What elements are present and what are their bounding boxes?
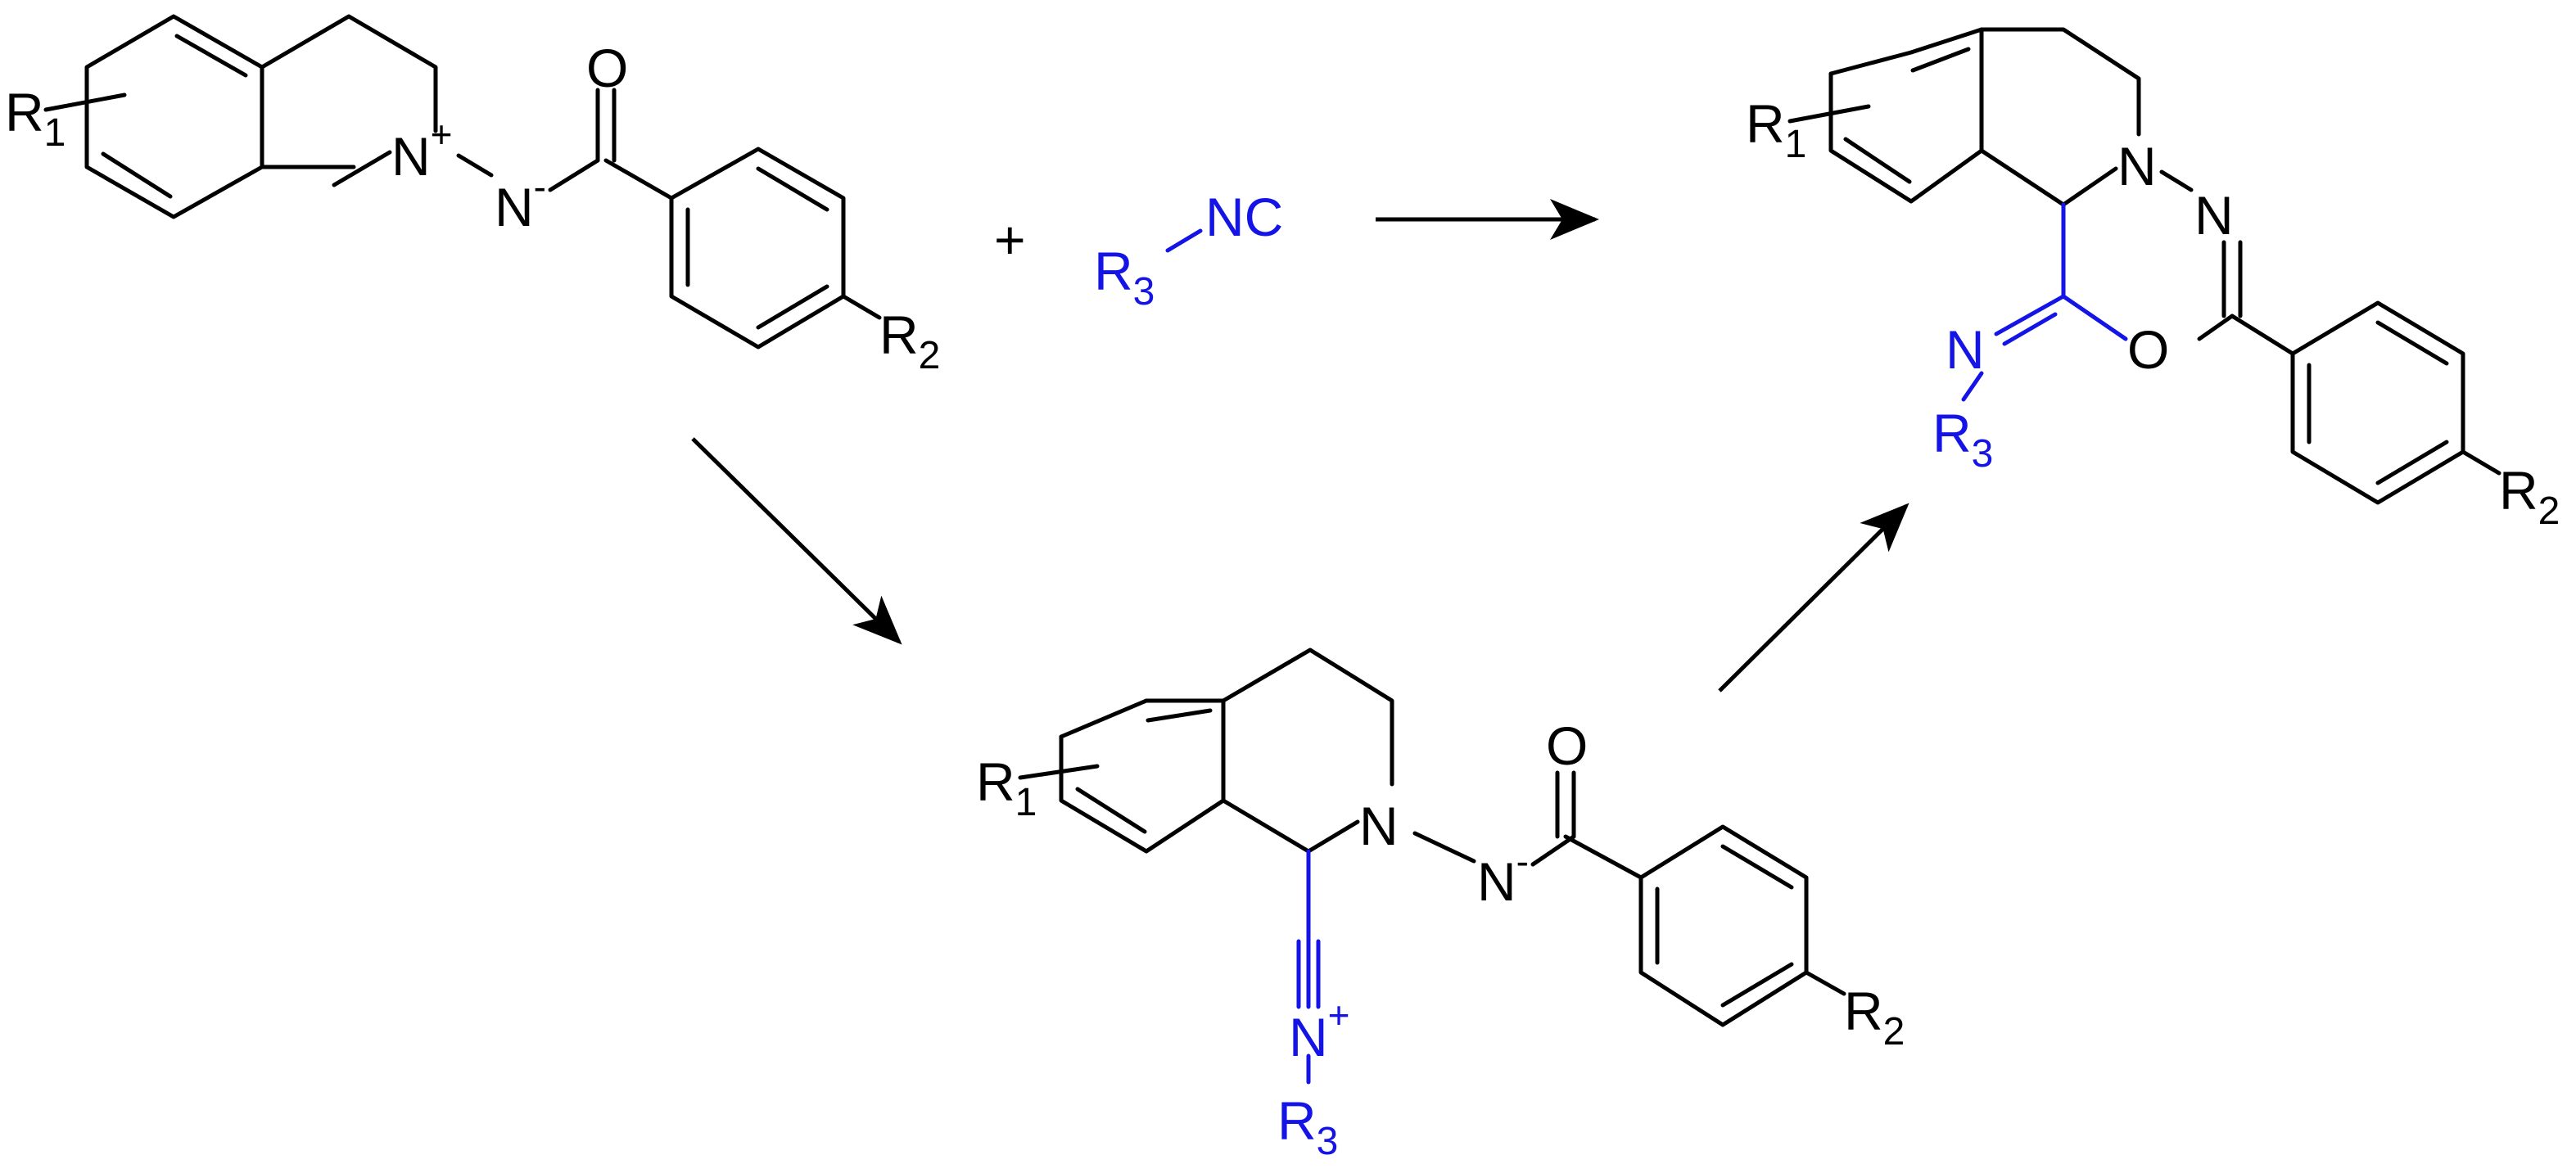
arrow-to-intermediate [691,437,902,645]
product-aryl-ring [2290,300,2465,505]
intermediate-aryl-ring [1638,824,1809,1027]
r1-substituent-bond [43,92,127,112]
intermediate-nitrilium [1018,647,1846,1027]
intermediate-oxygen-label: O [1546,715,1588,776]
product-blue-labels: N R3 [1932,319,1993,476]
plus-sign: + [994,210,1026,270]
product-imine-n-label: N [1946,319,1985,380]
isocyanide-group-label: NC [1205,187,1283,247]
intermediate-nitrilium-blue [1296,849,1321,1085]
reactant-aryl-ring [669,147,846,350]
intermediate-ring-n-label: N [1359,796,1399,856]
arrow-to-product [1718,503,1909,693]
reactant-n-minus-label: N- [495,165,546,237]
product-labels: R1 N N O R2 [1746,93,2560,533]
product-r1-label: R1 [1746,93,1806,166]
intermediate-r2-label: R2 [1844,981,1905,1053]
product-oxygen-label: O [2127,319,2169,380]
product-r3-label: R3 [1932,403,1993,476]
product-oxadiazine [1787,27,2501,505]
product-ring-n-label: N [2117,136,2157,196]
intermediate-benzo-ring [1059,698,1226,854]
reactant-imine [43,14,882,350]
reactant-imine-labels: R1 N+ N- O R2 [5,38,940,377]
intermediate-r1-label: R1 [976,751,1037,824]
isocyanide: R3 NC [1094,187,1283,314]
reactant-r1-label: R1 [5,82,66,155]
product-r2-label: R2 [2499,460,2560,533]
intermediate-labels: R1 N N- O R2 [976,715,1905,1053]
reactant-r2-label: R2 [879,305,940,377]
intermediate-r3-label: R3 [1277,1090,1338,1163]
reactant-n-plus-label: N+ [391,113,453,187]
product-benzo-ring [1828,27,1984,204]
product-n2-label: N [2194,185,2234,246]
reactant-benzo-ring [84,14,264,219]
intermediate-n-minus-label: N- [1477,840,1529,912]
intermediate-nitrilium-label: N+ [1289,994,1350,1067]
isocyanide-r3-label: R3 [1094,241,1155,314]
product-blue-fragment [1961,202,2128,402]
intermediate-blue-labels: N+ R3 [1277,994,1350,1163]
reactant-oxygen-label: O [586,38,628,98]
